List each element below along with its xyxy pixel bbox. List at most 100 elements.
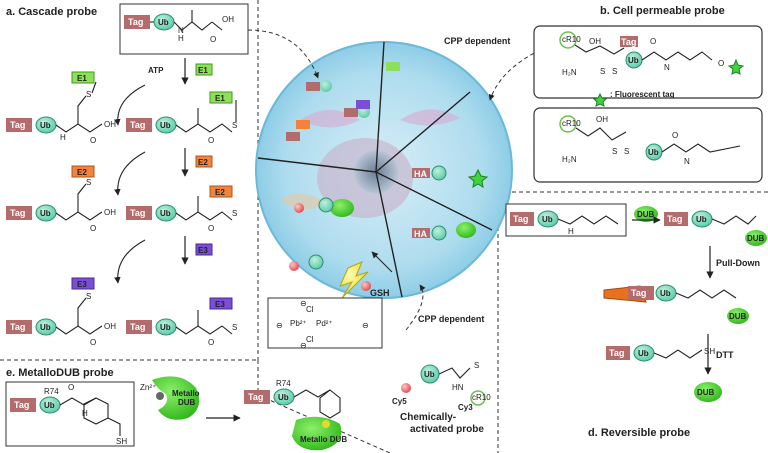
- svg-text:S: S: [86, 90, 91, 99]
- svg-text:⊖: ⊖: [300, 341, 307, 350]
- svg-text:Tag: Tag: [130, 208, 145, 218]
- svg-text:S: S: [600, 67, 605, 76]
- svg-text:HA: HA: [414, 229, 427, 239]
- svg-text:Tag: Tag: [621, 37, 636, 47]
- svg-text:cR10: cR10: [562, 35, 581, 44]
- panel-d-title: d. Reversible probe: [588, 427, 690, 439]
- row3-right: Tag Ub S E3 O: [126, 297, 237, 347]
- svg-text:N: N: [684, 157, 690, 166]
- svg-text:⊖: ⊖: [362, 321, 369, 330]
- svg-text:H₂N: H₂N: [562, 68, 577, 77]
- panel-a-title: a. Cascade probe: [6, 6, 97, 18]
- panel-b-cell-permeable: cR10 OH H₂N S S Tag Ub O N O : Fluoresce…: [533, 25, 763, 183]
- svg-text:S: S: [474, 361, 479, 370]
- svg-text:E1: E1: [77, 74, 87, 83]
- svg-text:Tag: Tag: [513, 214, 528, 224]
- cell-dub: [330, 199, 354, 217]
- svg-text:Ub: Ub: [160, 209, 171, 218]
- row3-left: Tag Ub S E3 OH O: [6, 277, 116, 347]
- svg-text:Ub: Ub: [44, 401, 55, 410]
- svg-text:E2: E2: [198, 158, 208, 167]
- svg-text:Ub: Ub: [278, 393, 289, 402]
- svg-text:DUB: DUB: [637, 210, 655, 219]
- svg-text:cR10: cR10: [472, 393, 491, 402]
- metallo-dub-blob-1: [152, 376, 200, 420]
- row2-left: Tag Ub S E2 OH O: [6, 165, 116, 233]
- cell-ha-tag: [412, 168, 430, 178]
- svg-text:H₂N: H₂N: [562, 155, 577, 164]
- svg-text:Ub: Ub: [696, 215, 707, 224]
- svg-text:S: S: [232, 209, 237, 218]
- gsh-lightning: [339, 261, 369, 299]
- svg-text:E3: E3: [77, 280, 87, 289]
- svg-text:N: N: [178, 26, 184, 35]
- svg-text:Cl: Cl: [306, 305, 314, 314]
- fluorescent-tag-legend: : Fluorescent tag: [610, 90, 675, 99]
- svg-text:E2: E2: [215, 188, 225, 197]
- svg-text:Tag: Tag: [631, 288, 646, 298]
- cell-sector-line-2: [257, 157, 377, 173]
- svg-text:Tag: Tag: [609, 348, 624, 358]
- tag-ub-top: Tag Ub OH O H N: [124, 10, 234, 44]
- svg-text:S: S: [612, 67, 617, 76]
- svg-text:Ub: Ub: [638, 349, 649, 358]
- svg-text:DUB: DUB: [747, 234, 765, 243]
- panel-c-chem-activated: ⊖ Pb²⁺ Pd²⁺ Cl Cl ⊖ ⊖ ⊖ CPP dependent Cy…: [267, 297, 491, 412]
- svg-text:S: S: [86, 292, 91, 301]
- svg-text:Pd²⁺: Pd²⁺: [316, 319, 333, 328]
- svg-text:S: S: [232, 323, 237, 332]
- svg-text:O: O: [672, 131, 678, 140]
- svg-text:Ub: Ub: [40, 121, 51, 130]
- svg-text:OH: OH: [104, 120, 116, 129]
- svg-text:O: O: [210, 35, 216, 44]
- panel-c-title-2: activated probe: [410, 424, 484, 435]
- svg-text:DUB: DUB: [729, 312, 747, 321]
- svg-text:H: H: [568, 227, 574, 236]
- svg-text:DUB: DUB: [697, 388, 715, 397]
- svg-text:SH: SH: [704, 347, 715, 356]
- svg-text:O: O: [208, 338, 214, 347]
- svg-text:Ub: Ub: [40, 209, 51, 218]
- svg-text:H: H: [60, 133, 66, 142]
- svg-text:HN: HN: [452, 383, 464, 392]
- svg-text:Ub: Ub: [648, 148, 659, 157]
- svg-text:Tag: Tag: [667, 214, 682, 224]
- svg-text:O: O: [650, 37, 656, 46]
- svg-text:E2: E2: [77, 168, 87, 177]
- svg-text:OH: OH: [596, 115, 608, 124]
- svg-text:Zn²⁺: Zn²⁺: [140, 383, 156, 392]
- svg-text:Tag: Tag: [10, 208, 25, 218]
- panel-a-cascade: Tag Ub OH O H N ATP E1 Tag Ub S: [6, 3, 249, 347]
- svg-text:DTT: DTT: [716, 350, 734, 360]
- svg-text:O: O: [90, 338, 96, 347]
- svg-text:OH: OH: [222, 15, 234, 24]
- cell-sector-line-4: [375, 171, 403, 298]
- svg-text:Cy5: Cy5: [392, 397, 407, 406]
- panel-d-reversible: Tag Ub H DUB Tag Ub DUB Pull-Down Tag Ub…: [505, 203, 767, 402]
- pd-complex-box: [267, 297, 383, 349]
- svg-text:Ub: Ub: [628, 56, 639, 65]
- svg-text:SH: SH: [116, 437, 127, 446]
- svg-text:Ub: Ub: [160, 323, 171, 332]
- svg-text:Tag: Tag: [14, 400, 29, 410]
- svg-text:E1: E1: [198, 66, 208, 75]
- svg-text:Tag: Tag: [130, 322, 145, 332]
- cell-sector-line-3: [375, 91, 471, 173]
- panel-b-title: b. Cell permeable probe: [600, 5, 725, 17]
- svg-text:GSH: GSH: [370, 288, 390, 298]
- svg-text:S: S: [86, 178, 91, 187]
- svg-text:Tag: Tag: [130, 120, 145, 130]
- svg-text:Metallo: Metallo: [172, 389, 200, 398]
- svg-text:E1: E1: [215, 94, 225, 103]
- svg-text:Tag: Tag: [10, 322, 25, 332]
- svg-text:R74: R74: [276, 379, 291, 388]
- svg-text:O: O: [208, 224, 214, 233]
- svg-text:H: H: [178, 34, 184, 43]
- svg-text:cR10: cR10: [562, 119, 581, 128]
- svg-text:Tag: Tag: [128, 17, 143, 27]
- svg-text:Ub: Ub: [660, 289, 671, 298]
- svg-text:O: O: [90, 224, 96, 233]
- svg-text:E3: E3: [198, 246, 208, 255]
- cell-sector-line-1: [375, 41, 385, 173]
- cpp-dependent-top: CPP dependent: [444, 36, 510, 46]
